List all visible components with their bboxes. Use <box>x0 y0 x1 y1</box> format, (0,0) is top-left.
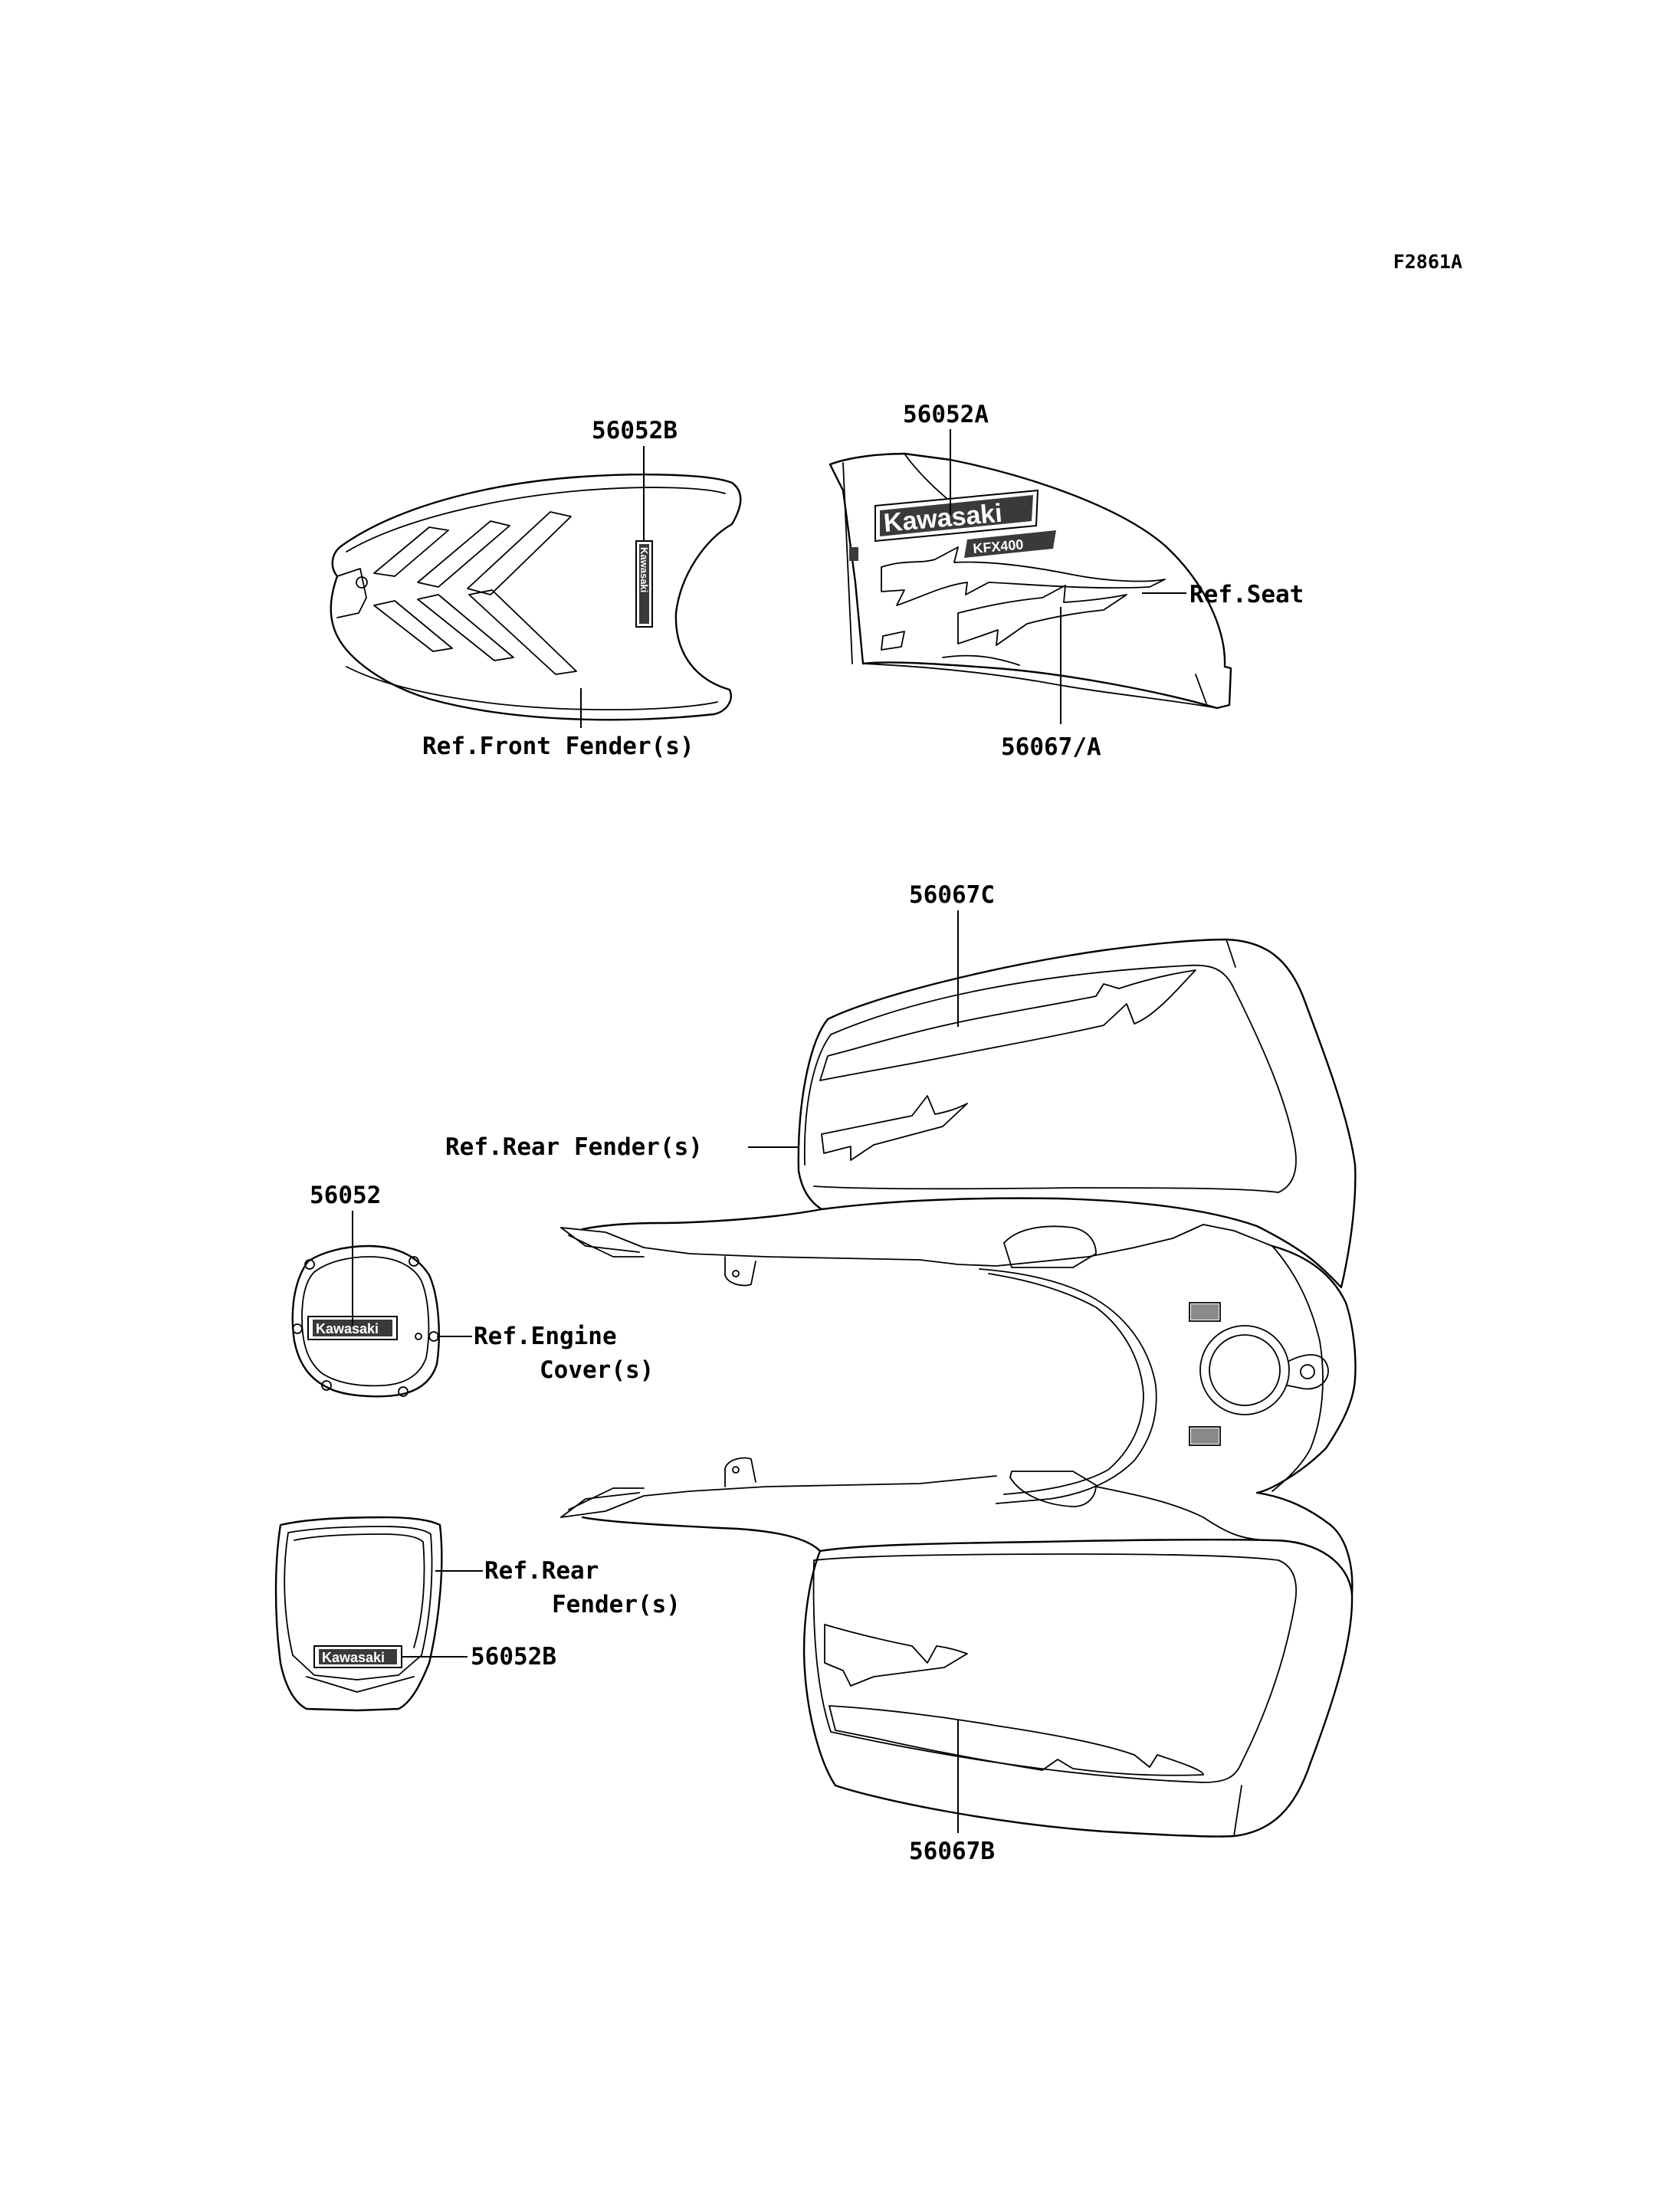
rear-fender-lower-stripe-label: 56067B <box>909 1838 995 1865</box>
seat-ref-label: Ref.Seat <box>1189 581 1304 608</box>
engine-cover-drawing: Kawasaki <box>291 1244 440 1398</box>
engine-cover-emblem-label: 56052 <box>310 1182 381 1209</box>
seat-drawing: Kawasaki KFX400 <box>829 452 1232 710</box>
seat-decal-label: 56052A <box>903 401 989 428</box>
rear-panel-ref-label-2: Fender(s) <box>552 1591 681 1618</box>
front-fender-brand-text: Kawasaki <box>638 547 650 592</box>
rear-panel-drawing: Kawasaki <box>274 1516 443 1712</box>
rear-fender-ref-label: Ref.Rear Fender(s) <box>445 1133 703 1161</box>
rear-panel-ref-label-1: Ref.Rear <box>484 1557 599 1585</box>
rear-fender-drawing <box>560 938 1357 1838</box>
figure-code: F2861A <box>1393 251 1462 273</box>
front-fender-drawing: Kawasaki <box>330 473 742 721</box>
front-fender-decal-label: 56052B <box>592 417 678 444</box>
engine-cover-ref-label-2: Cover(s) <box>540 1356 654 1384</box>
seat-stripe-label: 56067/A <box>1001 733 1101 761</box>
rear-panel-emblem-label: 56052B <box>471 1643 556 1671</box>
front-fender-ref-label: Ref.Front Fender(s) <box>422 733 694 760</box>
rear-panel-brand-text: Kawasaki <box>322 1650 385 1665</box>
engine-cover-ref-label-1: Ref.Engine <box>474 1323 617 1350</box>
engine-cover-brand-text: Kawasaki <box>316 1321 379 1336</box>
rear-fender-upper-stripe-label: 56067C <box>909 881 995 909</box>
